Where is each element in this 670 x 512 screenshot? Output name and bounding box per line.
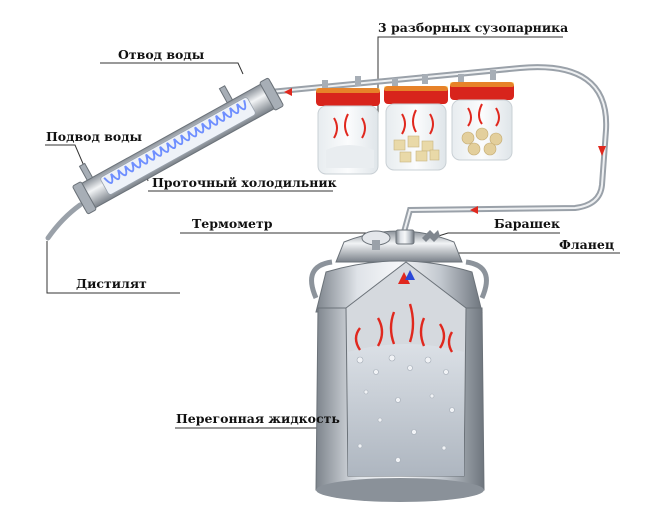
label-flange: Фланец [559, 237, 615, 252]
label-wing-nut: Барашек [494, 216, 561, 231]
steamer-jar-1 [316, 76, 380, 175]
label-liquid: Перегонная жидкость [176, 411, 340, 426]
distillation-tank [309, 229, 489, 502]
leader-distillate [46, 241, 180, 294]
leader-water-out [100, 62, 244, 75]
steamer-jar-2 [384, 74, 448, 171]
leader-wing-nut [431, 232, 560, 239]
steamer-jar-3 [450, 70, 514, 161]
wing-nut [422, 230, 440, 242]
boiling-liquid [348, 344, 464, 476]
distillate-outlet [45, 202, 83, 241]
label-distillate: Дистилят [76, 276, 147, 291]
leader-thermometer [180, 232, 377, 238]
leader-water-in [45, 144, 85, 167]
flange [395, 229, 415, 245]
label-thermometer: Термометр [192, 216, 273, 231]
bubbles [356, 354, 455, 463]
label-steamers: 3 разборных сузопарника [378, 20, 569, 35]
label-water-out: Отвод воды [118, 47, 205, 62]
label-cooler: Проточный холодильник [152, 175, 337, 190]
vapor-arrows [354, 303, 454, 353]
flow-arrows-tube [284, 88, 606, 214]
cooler-coil [103, 99, 247, 184]
flow-cooler [72, 77, 284, 215]
label-water-in: Подвод воды [46, 129, 143, 144]
